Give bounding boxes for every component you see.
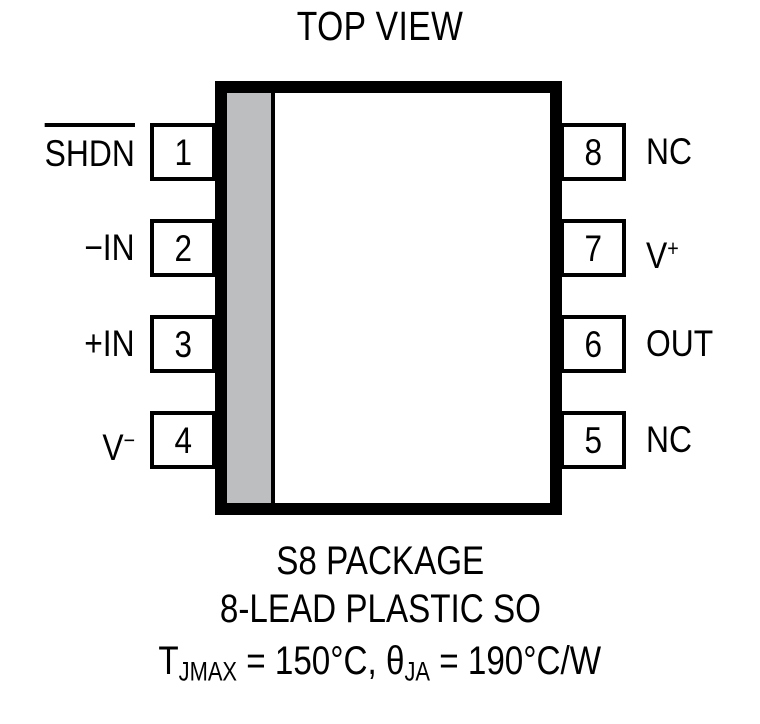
lead-number-1: 1 [174, 131, 192, 173]
page-title: TOP VIEW [296, 3, 464, 49]
lead-number-6: 6 [584, 323, 602, 365]
lead-box-pin-1: 1 [150, 123, 216, 181]
theta-ja-value: = 190°C/W [430, 639, 602, 683]
lead-box-pin-7: 7 [560, 219, 626, 277]
lead-box-pin-3: 3 [150, 315, 216, 373]
pin-label-nc-8: NC [646, 131, 692, 172]
pin-label-nc-5: NC [646, 419, 692, 460]
caption-package-type: 8-LEAD PLASTIC SO [0, 586, 760, 632]
lead-box-pin-4: 4 [150, 411, 216, 469]
lead-number-7: 7 [584, 227, 602, 269]
theta-ja-subscript: JA [404, 656, 431, 687]
pin-label-out: OUT [646, 323, 714, 364]
tjmax-symbol: T [158, 639, 179, 683]
pin-label-v-minus-sup: − [123, 427, 135, 453]
caption-thermal-specs: TJMAX = 150°C, θJA = 190°C/W [0, 638, 760, 694]
pin-label-v-minus-base: V [102, 426, 124, 468]
index-stripe-divider [271, 93, 275, 503]
caption-line-2: 8-LEAD PLASTIC SO [219, 587, 541, 631]
lead-number-3: 3 [174, 323, 192, 365]
pin-label-v-plus: V+ [646, 219, 679, 277]
theta-ja-symbol: θ [386, 639, 405, 683]
caption-line-1: S8 PACKAGE [276, 539, 484, 583]
pin-label-plus-in: +IN [84, 323, 135, 364]
caption-package-name: S8 PACKAGE [0, 538, 760, 584]
pin-label-v-minus: V− [102, 411, 135, 469]
tjmax-subscript: JMAX [178, 656, 238, 687]
lead-box-pin-5: 5 [560, 411, 626, 469]
pin-one-index-stripe [227, 93, 271, 503]
lead-box-pin-2: 2 [150, 219, 216, 277]
pin-label-minus-in: −IN [84, 227, 135, 268]
pin-label-shdn: SHDN [44, 123, 135, 181]
tjmax-value: = 150°C, [237, 639, 387, 683]
lead-box-pin-6: 6 [560, 315, 626, 373]
lead-number-2: 2 [174, 227, 192, 269]
pin-label-v-plus-sup: + [667, 235, 679, 261]
pin-label-v-plus-base: V [646, 234, 668, 276]
caption-line-3: TJMAX = 150°C, θJA = 190°C/W [159, 638, 602, 694]
lead-number-5: 5 [584, 419, 602, 461]
lead-number-8: 8 [584, 131, 602, 173]
pin-label-shdn-text: SHDN [44, 123, 135, 180]
lead-box-pin-8: 8 [560, 123, 626, 181]
lead-number-4: 4 [174, 419, 192, 461]
